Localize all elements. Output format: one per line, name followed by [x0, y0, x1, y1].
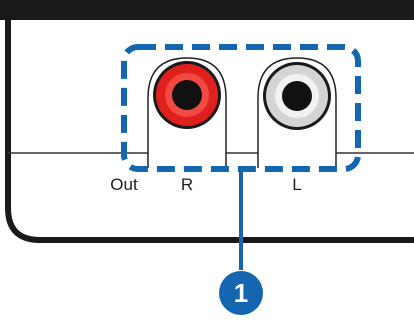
rca-jack-left [257, 57, 337, 168]
right-channel-label: R [181, 175, 193, 194]
callout-number-badge: 1 [219, 271, 263, 315]
device-enclosure [5, 0, 414, 243]
left-channel-label: L [292, 175, 301, 194]
callout-number: 1 [234, 278, 248, 308]
device-top-edge [0, 0, 414, 20]
output-label: Out [110, 175, 138, 194]
jack-hole-left [282, 81, 312, 111]
rca-jack-right [147, 57, 227, 168]
jack-hole-right [172, 80, 202, 110]
